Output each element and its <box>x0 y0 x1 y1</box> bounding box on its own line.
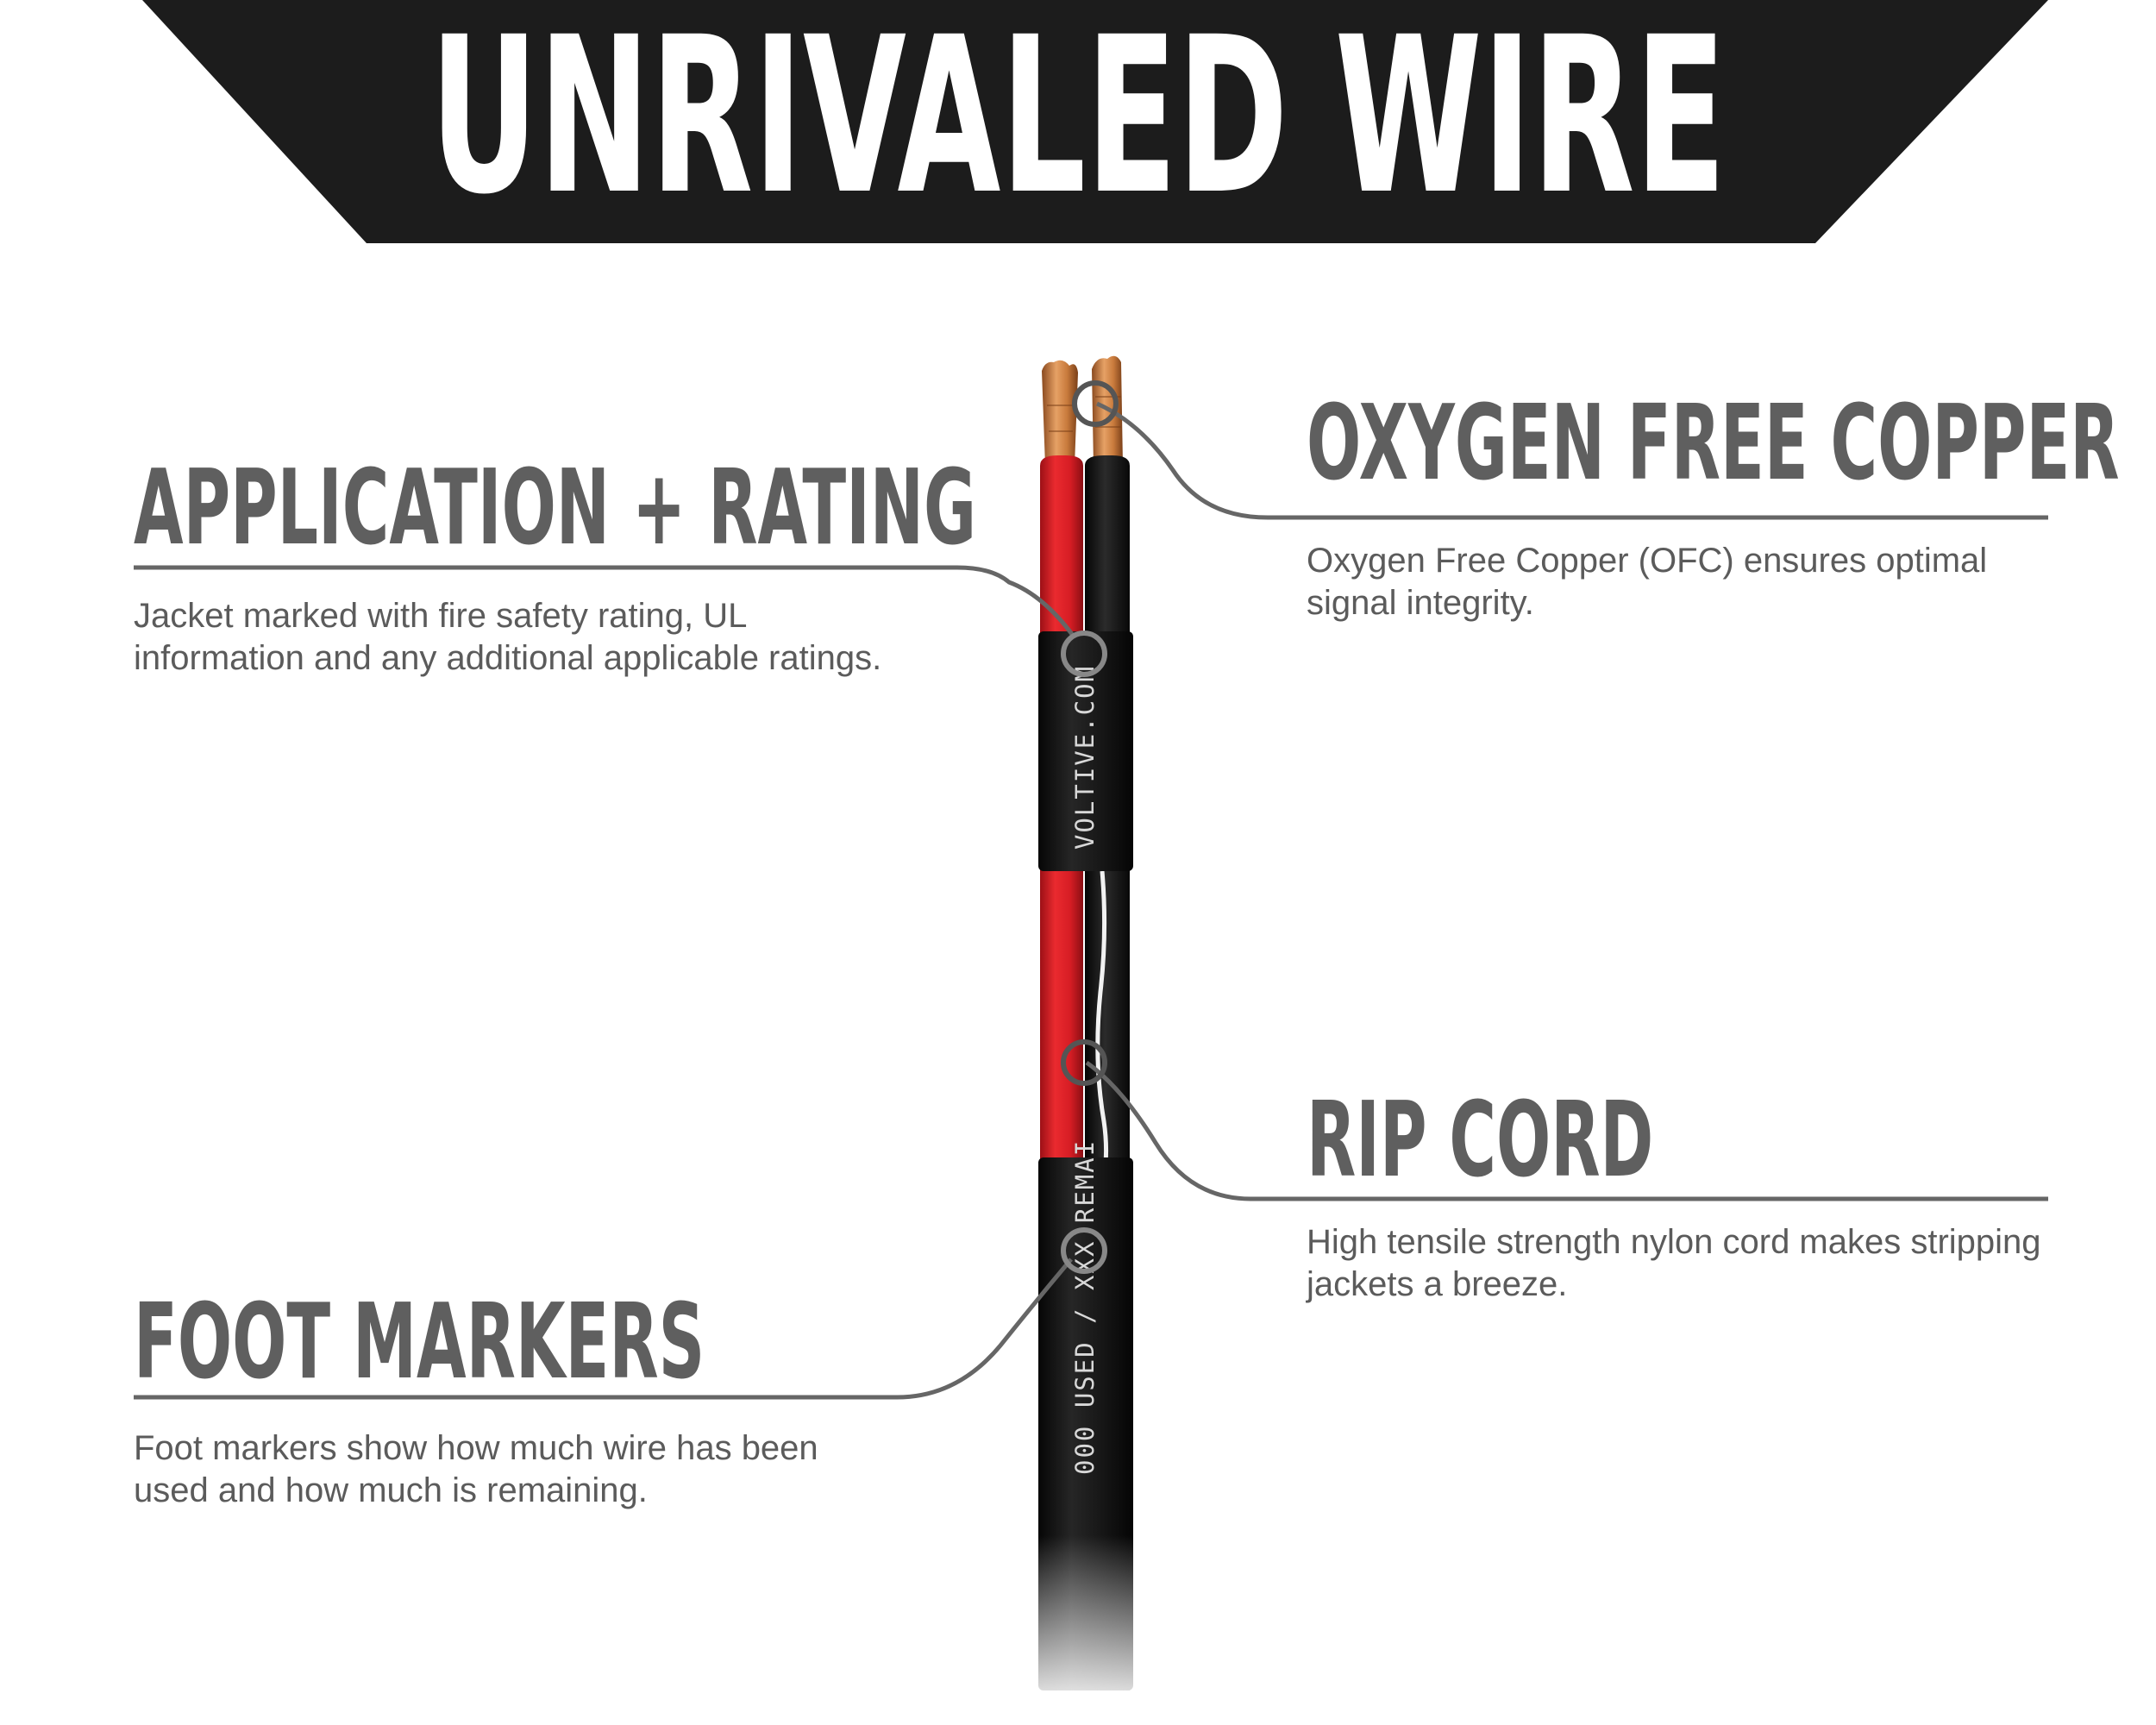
ring-rip <box>1061 1039 1107 1086</box>
rip-cord-description: High tensile strength nylon cord makes s… <box>1307 1223 2041 1303</box>
leader-lines <box>134 401 2048 1400</box>
application-rating-heading: APPLICATION + RATING <box>134 448 977 568</box>
callout-rings <box>1061 380 1119 1274</box>
rip-cord-strand <box>1095 870 1109 1191</box>
banner-shape <box>142 0 2048 243</box>
foot-markers-description: Foot markers show how much wire has been… <box>134 1429 818 1509</box>
oxygen-free-copper-description: Oxygen Free Copper (OFC) ensures optimal… <box>1307 542 1988 622</box>
cable-fade <box>1018 1535 1156 1716</box>
oxygen-free-copper-heading: OXYGEN FREE COPPER <box>1307 384 2120 504</box>
rip-cord-heading: RIP CORD <box>1307 1081 1654 1201</box>
title-banner <box>142 0 2048 243</box>
foot-markers-heading: FOOT MARKERS <box>134 1283 705 1402</box>
jacket-print-upper: VOLTIVE.COM <box>1070 665 1100 850</box>
application-rating-description: Jacket marked with fire safety rating, U… <box>134 597 882 677</box>
jacket-print-lower: 000 USED / XXX REMAI <box>1070 1139 1100 1475</box>
leader-application <box>134 565 1076 638</box>
leader-foot <box>134 1258 1073 1400</box>
ring-oxygen <box>1072 380 1119 427</box>
leader-oxygen <box>1095 401 2048 520</box>
ring-application <box>1061 630 1107 677</box>
upper-jacket: VOLTIVE.COM <box>1038 631 1133 871</box>
banner-title: UNRIVALED WIRE <box>429 0 1727 242</box>
leader-rip <box>1085 1060 2048 1201</box>
ring-foot <box>1061 1227 1107 1274</box>
